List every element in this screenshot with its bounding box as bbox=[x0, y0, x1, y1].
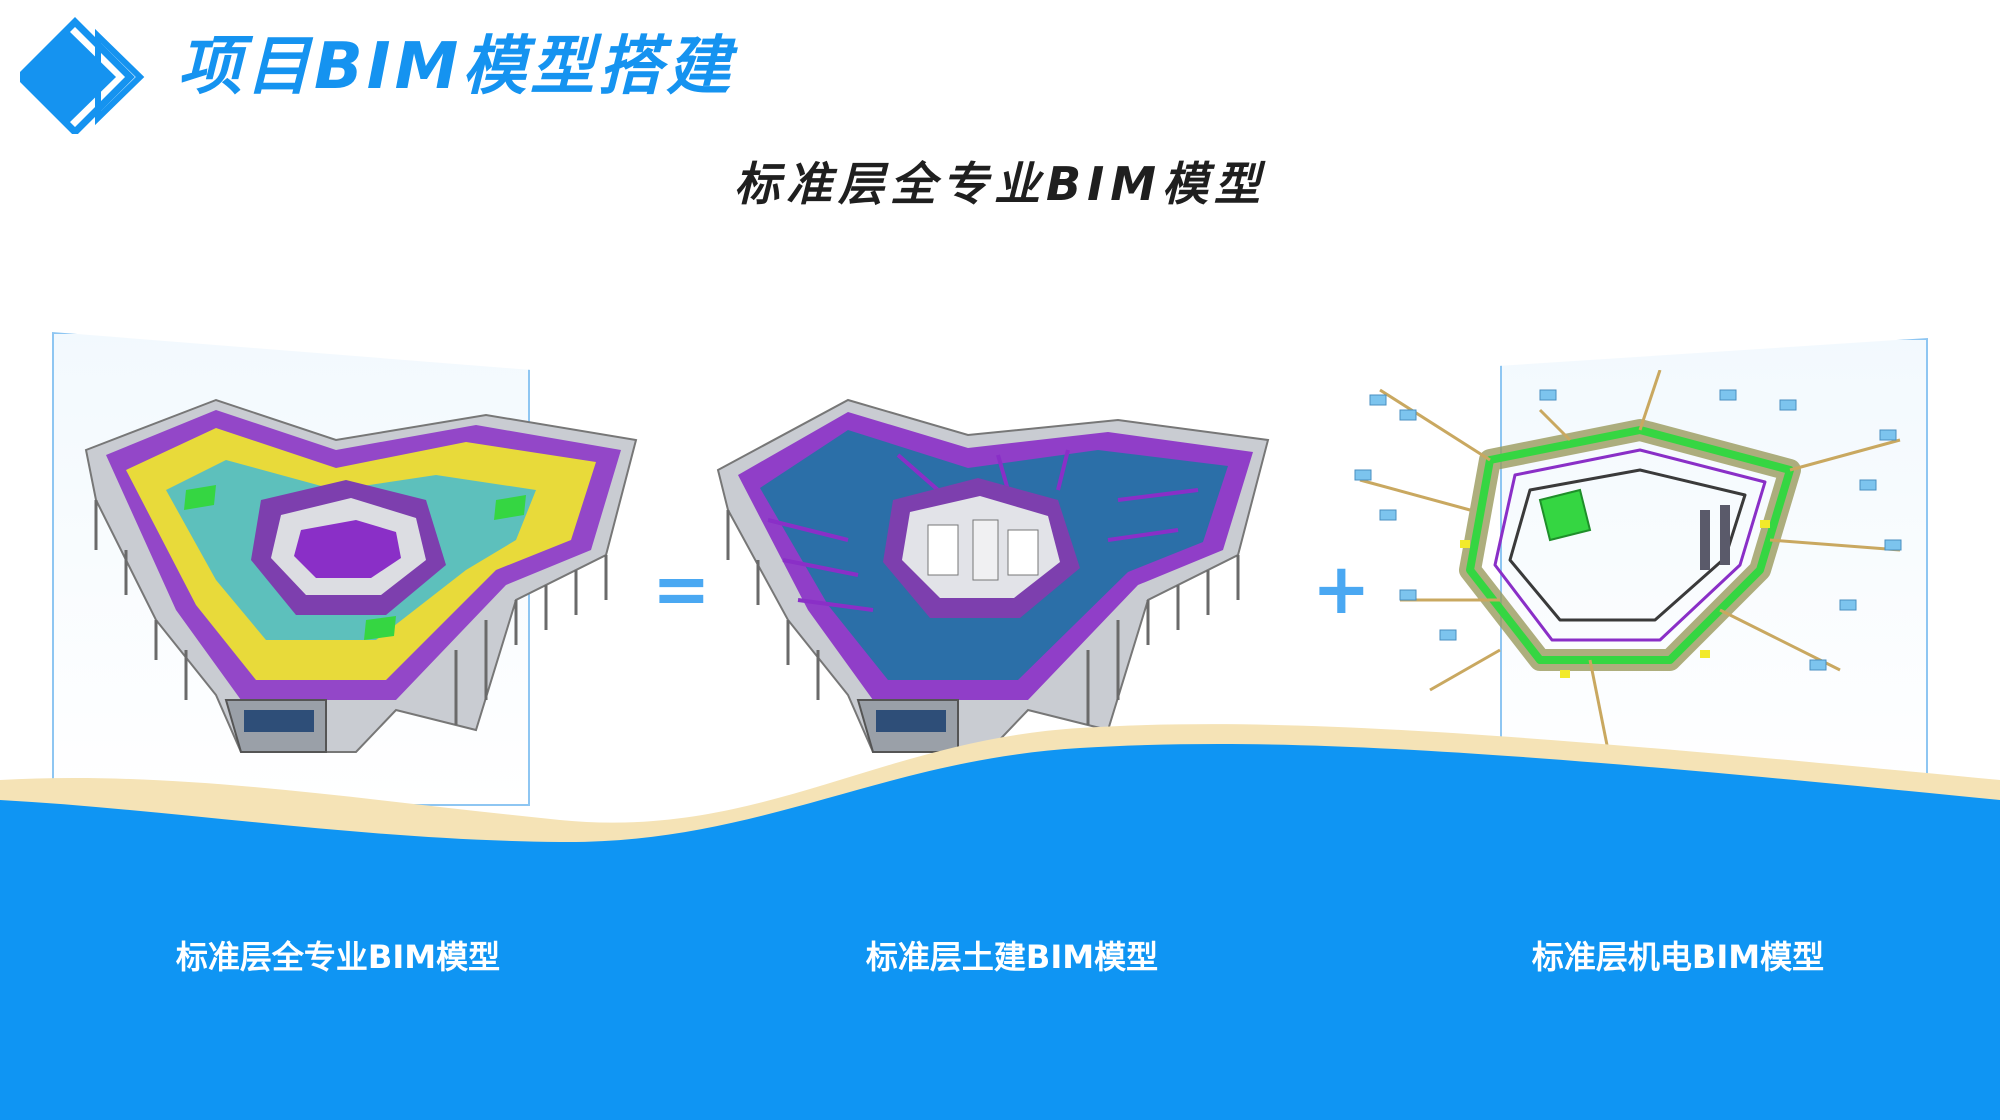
model-image-mep bbox=[1340, 370, 1920, 780]
model-image-civil bbox=[698, 380, 1278, 780]
page-title: 项目BIM模型搭建 bbox=[178, 30, 735, 104]
section-subtitle: 标准层全专业BIM模型 bbox=[734, 157, 1266, 211]
model-image-full-discipline bbox=[66, 380, 646, 770]
caption-mep: 标准层机电BIM模型 bbox=[1531, 938, 1825, 976]
plus-sign: + bbox=[1312, 548, 1371, 630]
equals-sign: = bbox=[652, 548, 711, 630]
caption-full-discipline: 标准层全专业BIM模型 bbox=[175, 938, 501, 976]
diamond-logo-icon bbox=[20, 17, 145, 134]
caption-civil: 标准层土建BIM模型 bbox=[865, 938, 1159, 976]
